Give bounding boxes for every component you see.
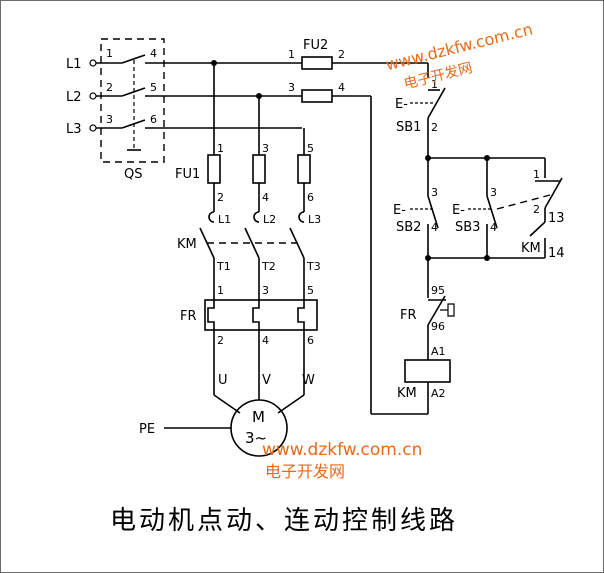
svg-text:3: 3: [288, 81, 295, 94]
fu2-fuse-1: [301, 56, 333, 70]
label-FR-contact: FR: [400, 308, 417, 323]
km-coil: [404, 359, 451, 383]
svg-text:A2: A2: [431, 387, 446, 400]
label-L3: L3: [66, 122, 82, 137]
svg-text:L2: L2: [263, 213, 276, 226]
svg-text:3: 3: [262, 284, 269, 297]
svg-text:V: V: [262, 373, 271, 388]
fu1-fuse-2: [252, 154, 266, 184]
svg-text:1: 1: [217, 284, 224, 297]
fu2-fuse-2: [301, 89, 333, 103]
page-title: 电动机点动、连动控制线路: [110, 506, 458, 536]
label-KM-coil: KM: [397, 386, 417, 401]
svg-text:1: 1: [217, 142, 224, 155]
fr-element-3: [297, 300, 305, 330]
label-SB1: SB1: [396, 120, 421, 135]
svg-text:2: 2: [217, 334, 224, 347]
svg-text:5: 5: [150, 81, 157, 94]
svg-text:2: 2: [431, 121, 438, 134]
svg-text:6: 6: [307, 334, 314, 347]
terminal-L3: [89, 124, 97, 132]
terminal-L1: [89, 59, 97, 67]
label-SB3: SB3: [455, 220, 480, 235]
label-L1: L1: [66, 57, 82, 72]
svg-text:4: 4: [262, 334, 269, 347]
svg-text:4: 4: [150, 47, 157, 60]
svg-text:T2: T2: [261, 260, 276, 273]
svg-text:13: 13: [548, 211, 565, 226]
svg-text:W: W: [302, 373, 315, 388]
label-SB2: SB2: [396, 220, 421, 235]
svg-text:6: 6: [150, 113, 157, 126]
fr-relay-box: [204, 299, 318, 331]
fu1-fuse-1: [207, 154, 221, 184]
watermark-name-bottom: 电子开发网: [265, 462, 345, 481]
svg-text:4: 4: [338, 81, 345, 94]
svg-text:T1: T1: [216, 260, 231, 273]
svg-text:2: 2: [338, 48, 345, 61]
fr-element-1: [207, 300, 215, 330]
sb1-button-symbol[interactable]: E-: [395, 97, 408, 112]
svg-text:4: 4: [262, 191, 269, 204]
svg-text:5: 5: [307, 142, 314, 155]
sb3-nc-contact: [544, 177, 563, 209]
svg-text:U: U: [218, 373, 228, 388]
label-QS: QS: [124, 167, 142, 182]
label-KM-aux: KM: [521, 241, 541, 256]
svg-text:1: 1: [106, 47, 113, 60]
motor-phase-label: 3~: [245, 429, 267, 447]
sb2-button-symbol[interactable]: E-: [393, 203, 406, 218]
svg-text:3: 3: [106, 113, 113, 126]
svg-text:96: 96: [431, 320, 445, 333]
svg-text:2: 2: [106, 81, 113, 94]
svg-text:4: 4: [431, 221, 438, 234]
qs-blade-1: [121, 54, 146, 64]
label-FU1: FU1: [175, 167, 200, 182]
svg-text:6: 6: [307, 191, 314, 204]
svg-text:T3: T3: [306, 260, 321, 273]
label-KM: KM: [177, 237, 197, 252]
label-L2: L2: [66, 90, 82, 105]
svg-text:A1: A1: [431, 345, 446, 358]
fu1-fuse-3: [297, 154, 311, 184]
sb2-contact: [427, 195, 439, 229]
sb3-button-symbol[interactable]: E-: [452, 203, 465, 218]
svg-text:1: 1: [533, 168, 540, 181]
svg-text:3: 3: [431, 186, 438, 199]
sb3-contact: [486, 195, 498, 229]
qs-switch-box: [100, 38, 165, 163]
fr-element-2: [252, 300, 260, 330]
svg-text:2: 2: [533, 203, 540, 216]
svg-text:L3: L3: [308, 213, 321, 226]
svg-text:1: 1: [431, 78, 438, 91]
label-FU2: FU2: [303, 38, 328, 53]
svg-text:1: 1: [288, 48, 295, 61]
svg-text:4: 4: [490, 221, 497, 234]
svg-text:L1: L1: [218, 213, 231, 226]
watermark-url-bottom: www.dzkfw.com.cn: [262, 440, 422, 460]
fr-nc-contact: [427, 295, 446, 326]
svg-text:3: 3: [262, 142, 269, 155]
terminal-L2: [89, 92, 97, 100]
svg-text:5: 5: [307, 284, 314, 297]
svg-text:3: 3: [490, 186, 497, 199]
sb1-contact: [427, 87, 446, 119]
label-PE: PE: [139, 422, 155, 437]
km-contact-2: [244, 227, 260, 259]
svg-text:95: 95: [431, 284, 445, 297]
svg-text:2: 2: [217, 191, 224, 204]
km-aux-contact: [529, 221, 546, 237]
label-FR: FR: [180, 309, 197, 324]
motor-label: M: [252, 408, 265, 426]
svg-text:14: 14: [548, 246, 565, 261]
